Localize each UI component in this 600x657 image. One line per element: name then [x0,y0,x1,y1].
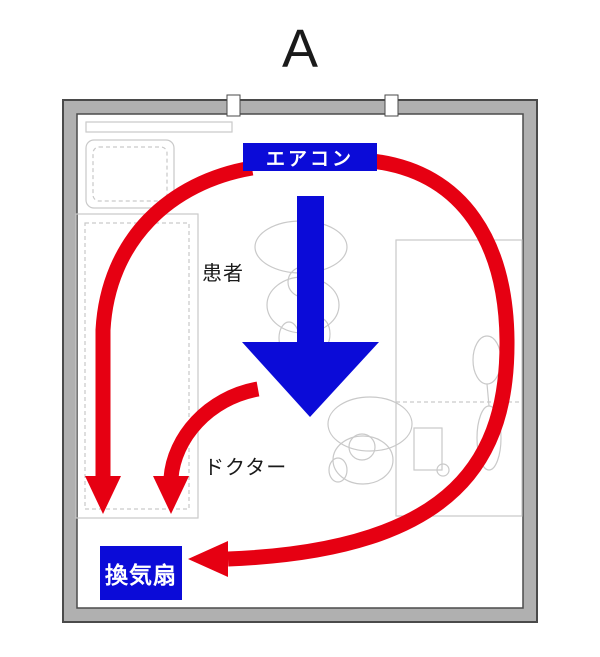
cabinet-sketch [85,139,175,209]
aircon-label: エアコン [243,143,377,171]
airflow-arrow-right [188,153,515,577]
desk-sketch [395,239,523,517]
door-jamb-left [226,94,241,117]
airflow-arrow-middle [153,381,260,514]
doctor-figure-sketch [327,396,413,485]
airflow-arrow-left [85,160,254,514]
counter-sketch [85,121,233,133]
fan-label: 換気扇 [100,546,182,600]
aircon-downdraft-arrow [242,196,379,417]
doctor-label: ドクター [204,457,288,479]
door-jamb-right [384,94,399,117]
patient-label: 患者 [202,263,244,285]
mouse-sketch [436,463,450,477]
monitor-sketch [413,427,443,471]
exam-table-sketch [75,213,199,519]
diagram-title: A [281,19,319,79]
